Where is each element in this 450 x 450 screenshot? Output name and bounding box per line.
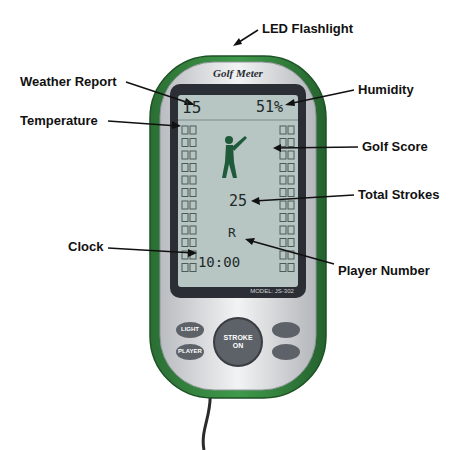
score-digit	[280, 176, 286, 184]
light-button	[176, 322, 204, 338]
button-label: PLAYER	[178, 348, 202, 355]
screen-frame	[170, 84, 306, 298]
score-digit	[190, 176, 196, 184]
score-digit	[182, 126, 188, 134]
score-digit	[288, 176, 294, 184]
stroke-button	[214, 318, 262, 366]
score-digit	[182, 164, 188, 172]
callout-label: Total Strokes	[358, 188, 439, 202]
callout-label: Golf Score	[362, 140, 428, 154]
score-digit	[182, 151, 188, 159]
cord	[203, 392, 210, 450]
score-digit	[280, 251, 286, 259]
score-digit	[182, 239, 188, 247]
score-digit	[182, 189, 188, 197]
score-digit	[280, 126, 286, 134]
hole-down-button	[272, 344, 300, 360]
score-digit	[280, 214, 286, 222]
score-digit	[288, 214, 294, 222]
callout-label: Temperature	[20, 114, 98, 128]
score-digit	[190, 139, 196, 147]
score-digit	[280, 189, 286, 197]
score-digit	[288, 264, 294, 272]
score-digit	[182, 214, 188, 222]
lcd-temperature: 15	[182, 99, 201, 117]
callout-label: Humidity	[358, 83, 414, 97]
score-digit	[288, 164, 294, 172]
score-digit	[280, 164, 286, 172]
score-digit	[182, 226, 188, 234]
model-number: MODEL: JS-302	[250, 288, 294, 295]
score-digit	[288, 201, 294, 209]
lcd-screen	[178, 95, 298, 287]
score-digit	[280, 239, 286, 247]
silver-bezel	[160, 62, 316, 390]
score-digit	[288, 139, 294, 147]
score-digit	[280, 264, 286, 272]
score-digit	[190, 189, 196, 197]
lcd-divider	[178, 120, 298, 121]
score-digit	[190, 214, 196, 222]
score-digit	[190, 239, 196, 247]
score-digit	[280, 151, 286, 159]
callout-label: Clock	[68, 240, 103, 254]
score-digit	[190, 226, 196, 234]
callout-label: Weather Report	[20, 75, 117, 89]
score-digit	[190, 126, 196, 134]
score-digit	[280, 226, 286, 234]
score-digit	[288, 126, 294, 134]
arrowheads	[172, 38, 295, 257]
score-digit	[190, 151, 196, 159]
lcd-humidity: 51%	[256, 99, 283, 116]
hole-up-button	[272, 322, 300, 338]
lcd-total-strokes: 25	[229, 193, 247, 210]
score-digit	[288, 239, 294, 247]
score-digit	[182, 139, 188, 147]
callout-label: Player Number	[338, 264, 430, 278]
score-digit	[182, 176, 188, 184]
lcd-clock: 10:00	[198, 255, 240, 270]
score-digit	[288, 151, 294, 159]
brand-name: Golf Meter	[213, 67, 263, 79]
score-digit	[280, 201, 286, 209]
button-label: LIGHT	[181, 326, 199, 333]
score-digit	[288, 189, 294, 197]
score-digit	[190, 164, 196, 172]
leader-lines	[108, 30, 358, 264]
score-digit	[288, 226, 294, 234]
score-digit	[182, 201, 188, 209]
lcd-player-number: R	[228, 226, 236, 240]
score-columns	[182, 126, 294, 272]
button-label: STROKE ON	[221, 334, 255, 349]
player-button	[176, 344, 204, 360]
green-housing	[150, 56, 326, 398]
callout-label: LED Flashlight	[262, 22, 353, 36]
score-digit	[190, 201, 196, 209]
golfer-icon	[222, 136, 247, 178]
score-digit	[190, 264, 196, 272]
score-digit	[182, 264, 188, 272]
